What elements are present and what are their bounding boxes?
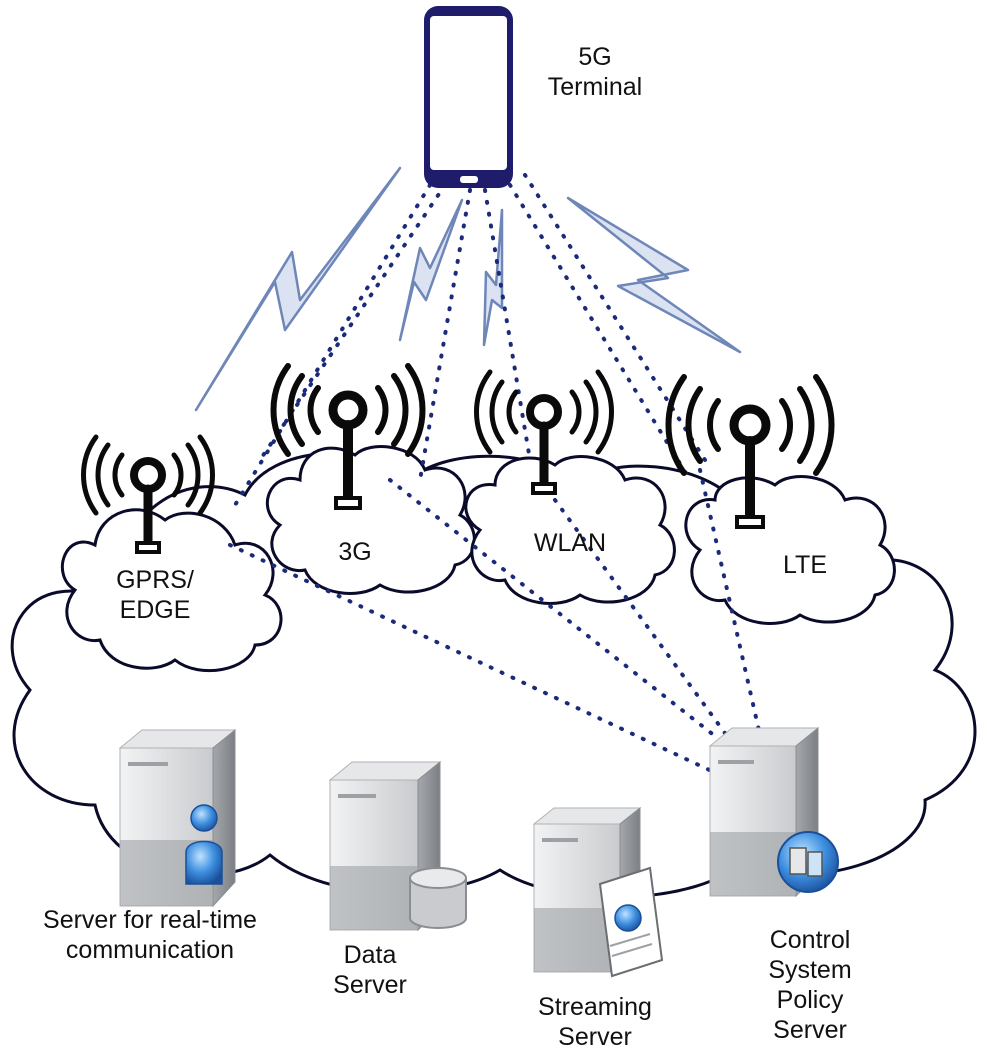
- rtc-server-label: Server for real-time communication: [20, 905, 280, 965]
- database-icon: [409, 867, 467, 929]
- control-server-label-line1: Control: [769, 926, 851, 954]
- lte-cloud: [684, 475, 896, 625]
- terminal-label: 5G Terminal: [540, 42, 650, 102]
- gprs-label: GPRS/ EDGE: [100, 565, 210, 625]
- media-icon: [598, 866, 664, 978]
- gprs-label-line2: EDGE: [119, 596, 191, 624]
- 3g-cloud: [265, 445, 476, 595]
- terminal-label-line2: Terminal: [547, 73, 643, 101]
- terminal-label-line1: 5G: [578, 43, 612, 71]
- data-server-label-line1: Data: [343, 941, 397, 969]
- wlan-cloud: [464, 455, 676, 605]
- antenna-tower-icon: [81, 363, 835, 554]
- streaming-server-label: Streaming Server: [520, 992, 670, 1052]
- streaming-server-label-line2: Server: [558, 1023, 632, 1051]
- gprs-cloud: [60, 508, 283, 673]
- wlan-label: WLAN: [520, 528, 620, 558]
- lte-label: LTE: [770, 550, 840, 580]
- control-server-label-line4: Server: [773, 1016, 847, 1044]
- data-server-label-line2: Server: [333, 971, 407, 999]
- control-server-label: Control System Policy Server: [755, 925, 865, 1045]
- lightning-bolt-icon: [194, 166, 742, 412]
- 3g-label-line1: 3G: [338, 538, 372, 566]
- policy-icon: [777, 831, 839, 893]
- 3g-label: 3G: [320, 537, 390, 567]
- control-server-label-line2: System: [768, 956, 852, 984]
- rtc-server-label-line1: Server for real-time: [43, 906, 257, 934]
- rtc-server-label-line2: communication: [65, 936, 235, 964]
- data-server-label: Data Server: [320, 940, 420, 1000]
- control-links: [228, 468, 762, 777]
- wlan-label-line1: WLAN: [533, 529, 607, 557]
- lte-label-line1: LTE: [783, 551, 827, 579]
- user-icon: [185, 804, 223, 885]
- smartphone-icon: [424, 6, 513, 188]
- control-server-label-line3: Policy: [776, 986, 844, 1014]
- gprs-label-line1: GPRS/: [116, 566, 194, 594]
- streaming-server-label-line1: Streaming: [538, 993, 652, 1021]
